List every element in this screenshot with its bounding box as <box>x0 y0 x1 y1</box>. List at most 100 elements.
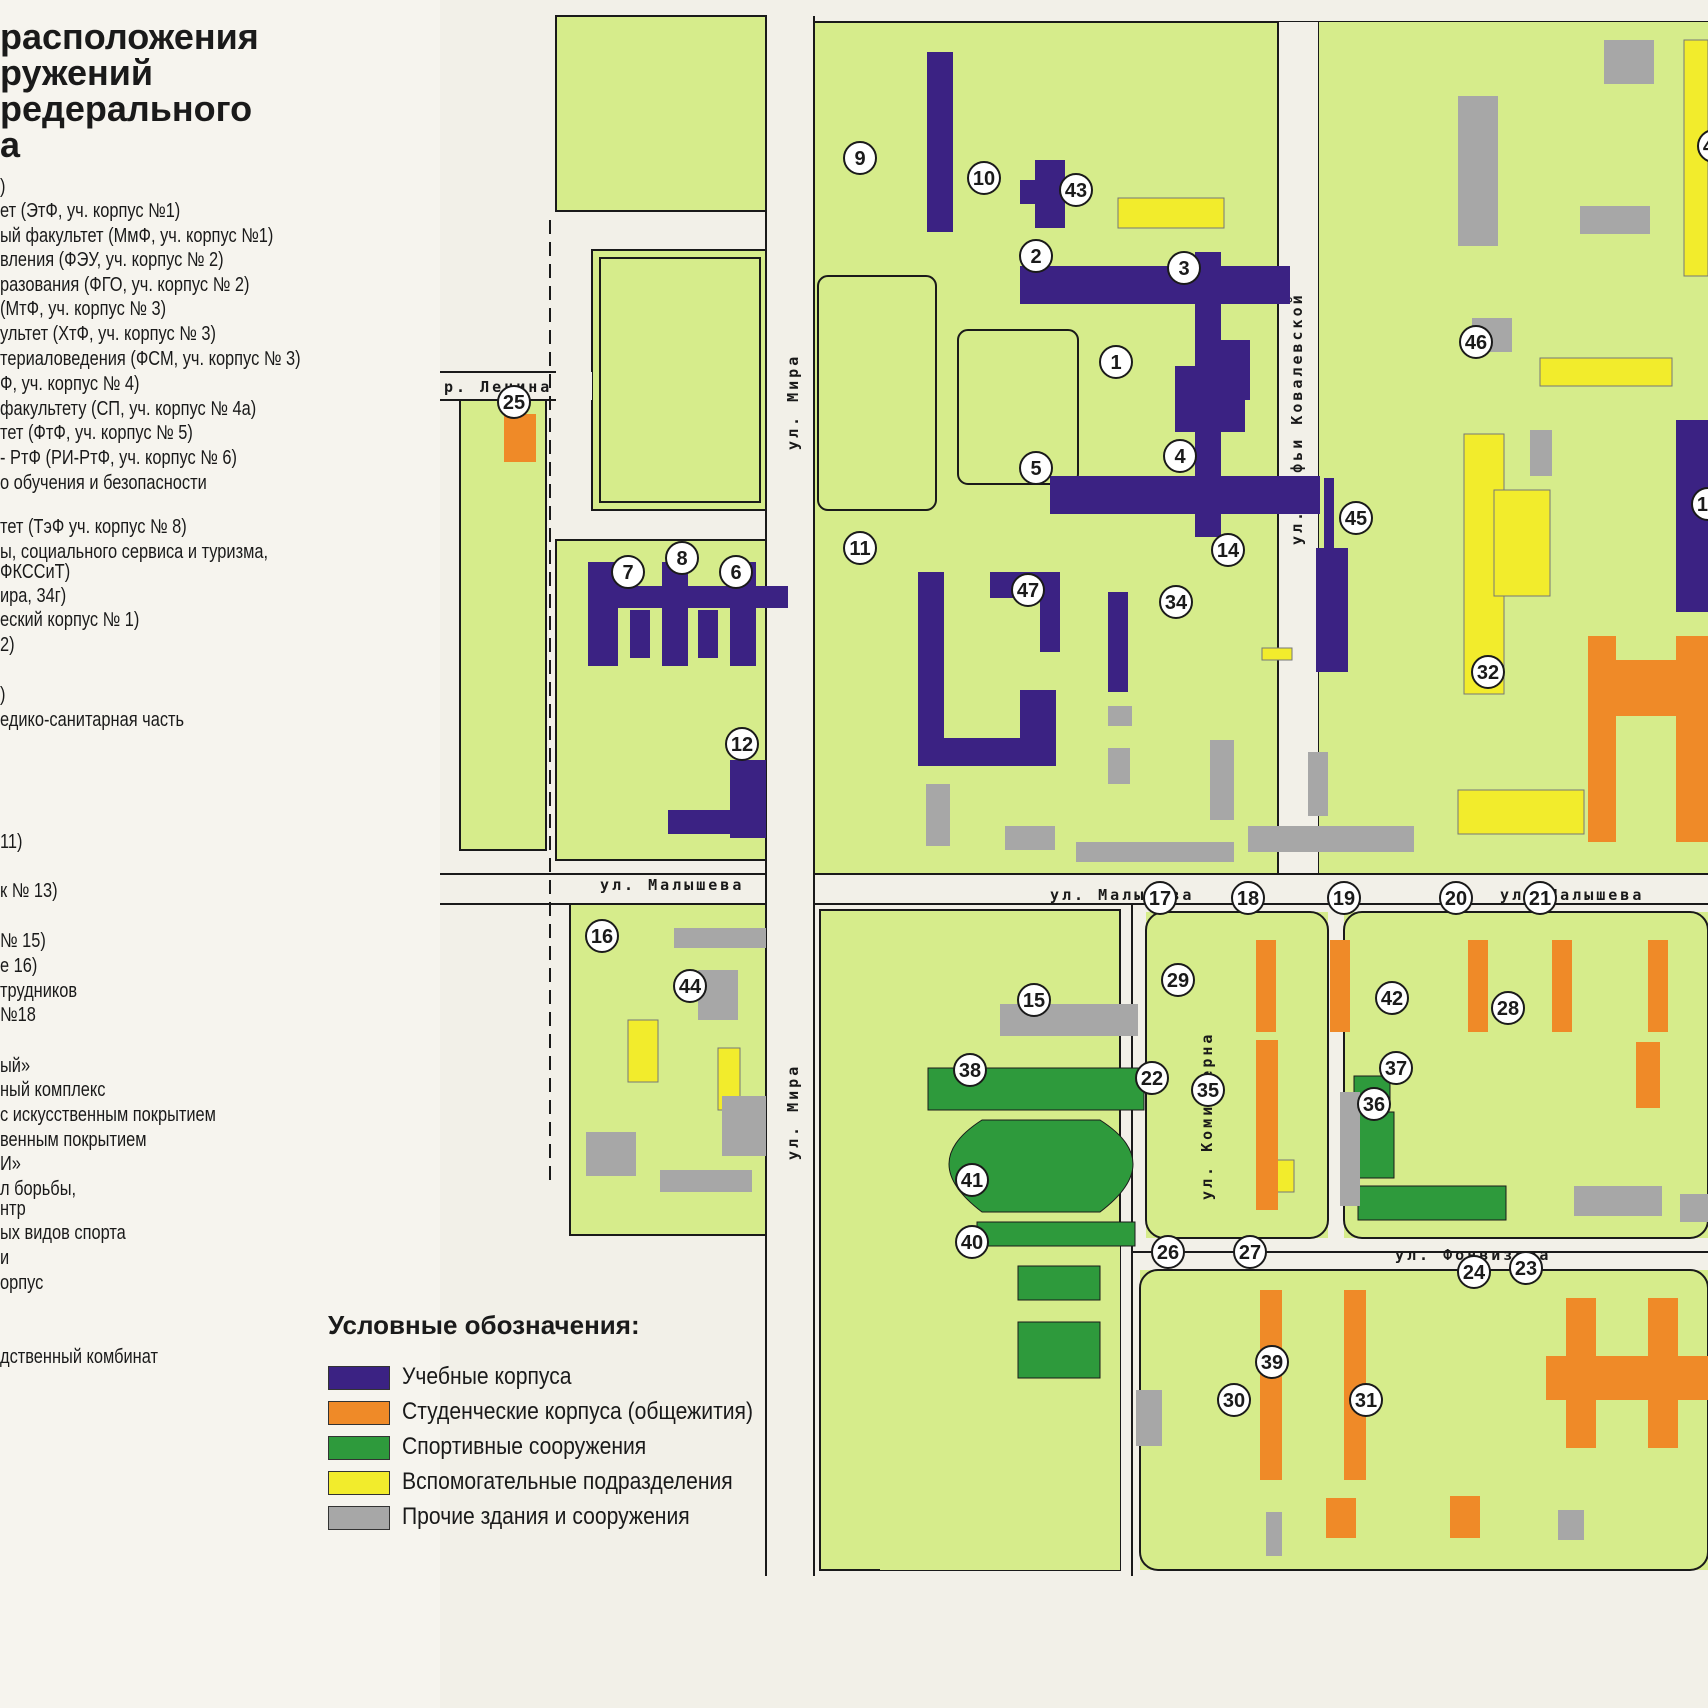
building-marker-36[interactable]: 36 <box>1357 1087 1391 1121</box>
building-number: 42 <box>1381 988 1403 1010</box>
building-number: 14 <box>1217 540 1240 562</box>
building-list-item: орпус <box>0 1272 44 1294</box>
building-marker-8[interactable]: 8 <box>665 541 699 575</box>
building-list-item: 11) <box>0 831 23 853</box>
building-marker-35[interactable]: 35 <box>1191 1073 1225 1107</box>
building-list-item: факультету (СП, уч. корпус № 4а) <box>0 398 257 420</box>
building-marker-39[interactable]: 39 <box>1255 1345 1289 1379</box>
sofi-street-gap <box>1278 22 1318 874</box>
building-marker-4[interactable]: 4 <box>1163 439 1197 473</box>
building-number: 41 <box>961 1170 983 1192</box>
building-marker-2[interactable]: 2 <box>1019 239 1053 273</box>
shape-40 <box>1017 1321 1101 1379</box>
building-marker-circle <box>1191 1073 1225 1107</box>
street-kominterna: ул. Коминтерна <box>1198 1032 1216 1200</box>
building-marker-18[interactable]: 18 <box>1231 881 1265 915</box>
building-marker-46[interactable]: 46 <box>1459 325 1493 359</box>
building-marker-circle <box>967 161 1001 195</box>
shape-other-18 <box>660 1170 752 1192</box>
building-marker-21[interactable]: 21 <box>1523 881 1557 915</box>
building-marker-38[interactable]: 38 <box>953 1053 987 1087</box>
building-number: 5 <box>1030 458 1041 480</box>
building-marker-11[interactable]: 11 <box>843 531 877 565</box>
shape-32-link <box>1588 660 1708 716</box>
building-marker-1[interactable]: 1 <box>1099 345 1133 379</box>
building-number: 39 <box>1261 1352 1283 1374</box>
building-marker-13[interactable]: 13 <box>1691 487 1708 521</box>
street-mira-south: ул. Мира <box>784 1064 802 1160</box>
building-marker-6[interactable]: 6 <box>719 555 753 589</box>
building-marker-23[interactable]: 23 <box>1509 1251 1543 1285</box>
building-marker-12[interactable]: 12 <box>725 727 759 761</box>
building-number: 34 <box>1165 592 1188 614</box>
building-marker-16[interactable]: 16 <box>585 919 619 953</box>
building-marker-25[interactable]: 25 <box>497 385 531 419</box>
building-marker-43[interactable]: 43 <box>1059 173 1093 207</box>
legend-swatch-dormitory <box>328 1401 390 1425</box>
building-marker-47[interactable]: 47 <box>1011 573 1045 607</box>
building-number: 38 <box>959 1060 981 1082</box>
building-marker-circle <box>1523 881 1557 915</box>
building-number: 8 <box>676 548 687 570</box>
building-marker-28[interactable]: 28 <box>1491 991 1525 1025</box>
building-marker-48[interactable]: 48 <box>1697 130 1708 162</box>
shape-other-3 <box>1580 206 1650 234</box>
building-marker-circle <box>665 541 699 575</box>
building-list-item: 2) <box>0 634 15 656</box>
building-marker-22[interactable]: 22 <box>1135 1061 1169 1095</box>
courtyard-2 <box>957 329 1079 485</box>
building-number: 24 <box>1463 1262 1486 1284</box>
building-marker-29[interactable]: 29 <box>1161 963 1195 997</box>
shape-other-10 <box>1308 752 1328 816</box>
building-marker-19[interactable]: 19 <box>1327 881 1361 915</box>
legend-swatch-other <box>328 1506 390 1530</box>
building-list-item: разования (ФГО, уч. корпус № 2) <box>0 274 250 296</box>
building-marker-32[interactable]: 32 <box>1471 655 1505 689</box>
building-marker-7[interactable]: 7 <box>611 555 645 589</box>
shape-29-22 <box>1256 1040 1278 1210</box>
building-marker-circle <box>1059 173 1093 207</box>
building-marker-5[interactable]: 5 <box>1019 451 1053 485</box>
building-marker-44[interactable]: 44 <box>673 969 707 1003</box>
shape-14 <box>1316 548 1348 672</box>
building-number: 12 <box>731 734 753 756</box>
building-marker-circle <box>1375 981 1409 1015</box>
building-marker-27[interactable]: 27 <box>1233 1235 1267 1269</box>
building-marker-20[interactable]: 20 <box>1439 881 1473 915</box>
shape-30 <box>1326 1498 1356 1538</box>
building-marker-9[interactable]: 9 <box>843 141 877 175</box>
malysheva-road <box>440 874 1708 904</box>
building-marker-17[interactable]: 17 <box>1143 881 1177 915</box>
shape-other-16 <box>722 1096 766 1156</box>
building-marker-31[interactable]: 31 <box>1349 1383 1383 1417</box>
legend-swatch-sports <box>328 1436 390 1460</box>
building-marker-circle <box>955 1163 989 1197</box>
building-marker-42[interactable]: 42 <box>1375 981 1409 1015</box>
legend-item-other: Прочие здания и сооружения <box>328 1502 848 1532</box>
legend-item-dormitory: Студенческие корпуса (общежития) <box>328 1397 848 1427</box>
building-marker-circle <box>725 727 759 761</box>
shape-43 <box>1117 197 1225 229</box>
legend-swatch-academic <box>328 1366 390 1390</box>
building-marker-15[interactable]: 15 <box>1017 983 1051 1017</box>
building-number: 4 <box>1174 446 1186 468</box>
campus-map[interactable]: пр. Ленина ул. Мира ул. Мира ул. Малышев… <box>440 0 1708 1708</box>
shape-28 <box>1636 1042 1660 1108</box>
courtyard-1 <box>817 275 937 511</box>
shape-4-link <box>1324 478 1334 548</box>
building-list-item: едико-санитарная часть <box>0 709 185 731</box>
building-marker-24[interactable]: 24 <box>1457 1255 1491 1289</box>
building-marker-45[interactable]: 45 <box>1339 501 1373 535</box>
building-marker-37[interactable]: 37 <box>1379 1051 1413 1085</box>
building-marker-34[interactable]: 34 <box>1159 585 1193 619</box>
building-marker-14[interactable]: 14 <box>1211 533 1245 567</box>
building-marker-41[interactable]: 41 <box>955 1163 989 1197</box>
shape-other-6 <box>926 784 950 846</box>
shape-other-9 <box>1210 740 1234 820</box>
shape-other-21 <box>1266 1512 1282 1556</box>
building-marker-40[interactable]: 40 <box>955 1225 989 1259</box>
building-marker-3[interactable]: 3 <box>1167 251 1201 285</box>
building-marker-26[interactable]: 26 <box>1151 1235 1185 1269</box>
building-marker-30[interactable]: 30 <box>1217 1383 1251 1417</box>
building-marker-10[interactable]: 10 <box>967 161 1001 195</box>
